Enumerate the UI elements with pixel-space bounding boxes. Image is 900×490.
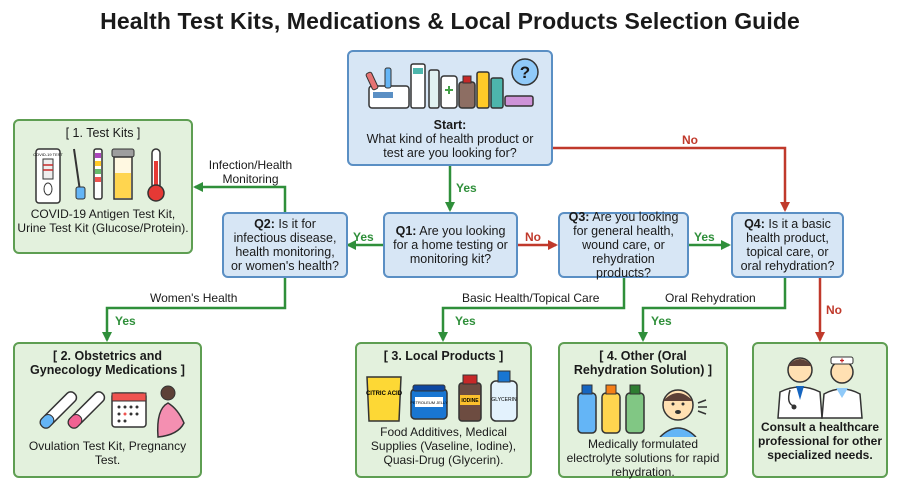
healthcare-professionals-icon <box>777 356 863 419</box>
edge-label-q2-testkits: Infection/Health Monitoring <box>208 158 293 186</box>
q1-prefix: Q1: <box>395 224 417 238</box>
local-desc: Food Additives, Medical Supplies (Vaseli… <box>370 425 517 467</box>
edge-label-q3-local-yes: Yes <box>455 314 476 328</box>
start-question: What kind of health product or test are … <box>366 132 534 160</box>
outcome-other: [ 4. Other (Oral Rehydration Solution) ]… <box>558 342 728 479</box>
other-header: [ 4. Other (Oral Rehydration Solution) ] <box>573 349 713 377</box>
consult-desc: Consult a healthcare professional for ot… <box>758 420 883 462</box>
q1-text: Are you looking for a home testing or mo… <box>393 224 508 266</box>
q4-node: Q4: Is it a basic health product, topica… <box>731 212 844 278</box>
petroleum-jelly-label: PETROLEUM JELLY <box>410 400 448 405</box>
local-header: [ 3. Local Products ] <box>383 349 504 363</box>
q2-prefix: Q2: <box>254 217 275 231</box>
edge-label-q1-q2: Yes <box>353 230 374 244</box>
q2-node: Q2: Is it for infectious disease, health… <box>222 212 348 278</box>
covid-kit-label: COVID-19 TEST <box>33 152 63 157</box>
edge-label-q3-local: Basic Health/Topical Care <box>462 291 600 305</box>
outcome-obgyn: [ 2. Obstetrics and Gynecology Medicatio… <box>13 342 202 478</box>
q4-text: Is it a basic health product, topical ca… <box>740 217 835 273</box>
q3-text: Are you looking for general health, woun… <box>573 210 679 280</box>
arrow-q4-other <box>638 278 787 342</box>
start-node: ? Start: What kind of health product or … <box>347 50 553 166</box>
health-products-icon: ? <box>365 58 539 109</box>
edge-label-q2-obgyn-yes: Yes <box>115 314 136 328</box>
edge-label-q1-q3: No <box>525 230 541 244</box>
test-kits-icon: COVID-19 TEST <box>33 148 165 204</box>
obgyn-desc: Ovulation Test Kit, Pregnancy Test. <box>28 439 187 467</box>
edge-label-q4-consult: No <box>826 303 842 317</box>
edge-label-start-q1: Yes <box>456 181 477 195</box>
glycerin-label: GLYCERIN <box>491 397 517 403</box>
obgyn-header: [ 2. Obstetrics and Gynecology Medicatio… <box>30 349 185 377</box>
test-kits-header: [ 1. Test Kits ] <box>65 126 141 140</box>
edge-label-q3-q4: Yes <box>694 230 715 244</box>
rehydration-icon <box>577 384 707 437</box>
q3-node: Q3: Are you looking for general health, … <box>558 210 689 280</box>
iodine-label: IODINE <box>461 398 479 404</box>
edge-label-q4-other-yes: Yes <box>651 314 672 328</box>
obgyn-icon <box>39 385 185 438</box>
q1-node: Q1: Are you looking for a home testing o… <box>383 212 518 278</box>
arrow-q2-obgyn <box>102 278 287 342</box>
other-desc: Medically formulated electrolyte solutio… <box>566 437 720 479</box>
edge-label-q4-other: Oral Rehydration <box>665 291 756 305</box>
outcome-test-kits: [ 1. Test Kits ] COVID-19 TEST COVID-19 … <box>13 119 193 254</box>
page-title: Health Test Kits, Medications & Local Pr… <box>100 8 800 34</box>
arrow-q3-local <box>438 278 626 342</box>
q2-text: Is it for infectious disease, health mon… <box>230 217 339 273</box>
q4-prefix: Q4: <box>744 217 765 231</box>
citric-acid-label: CITRIC ACID <box>366 391 403 397</box>
q3-prefix: Q3: <box>568 210 590 224</box>
arrow-q2-testkits <box>193 182 287 212</box>
test-kits-desc: COVID-19 Antigen Test Kit, Urine Test Ki… <box>17 207 189 235</box>
edge-label-q2-obgyn: Women's Health <box>150 291 238 305</box>
edge-label-start-q4: No <box>682 133 698 147</box>
local-products-icon: CITRIC ACID PETROLEUM JELLY IODINE GLYCE… <box>366 370 518 422</box>
arrow-start-q4 <box>553 146 790 212</box>
outcome-local-products: [ 3. Local Products ] CITRIC ACID PETROL… <box>355 342 532 478</box>
svg-text:?: ? <box>520 63 530 82</box>
outcome-consult: Consult a healthcare professional for ot… <box>752 342 888 478</box>
start-heading: Start: <box>433 118 467 132</box>
